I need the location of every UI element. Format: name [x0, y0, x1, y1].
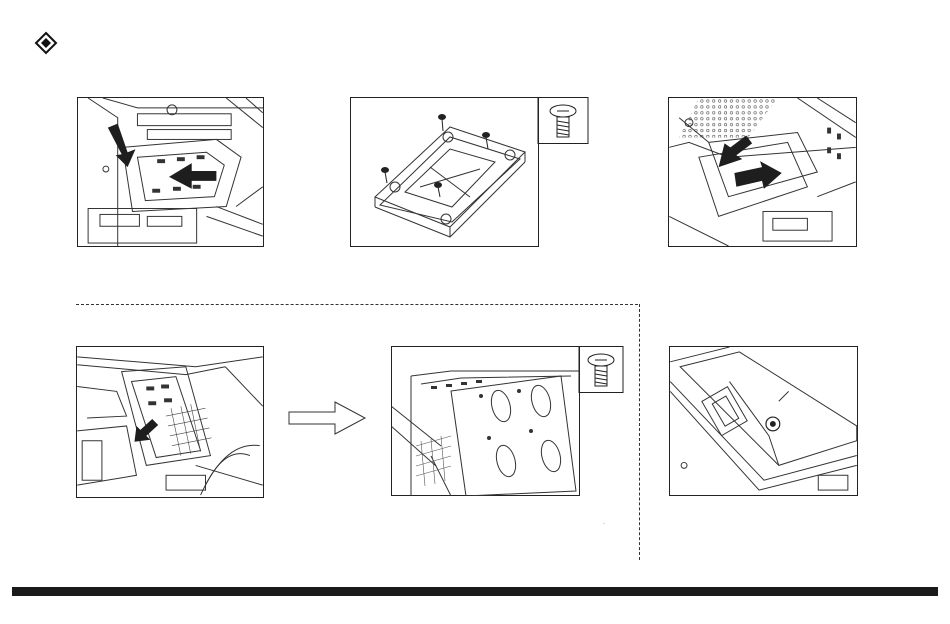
- outline-right-arrow-icon: [287, 400, 367, 436]
- hdd-bracket-screws-illustration: [350, 97, 612, 247]
- step-6-illustration: [669, 346, 858, 496]
- step-1-illustration: [77, 97, 264, 247]
- step-4-illustration: [76, 346, 264, 498]
- step-5-illustration: [391, 346, 624, 496]
- drive-bay-screws-illustration: [391, 346, 624, 496]
- screw-icon: [588, 354, 614, 386]
- screw-icon: [550, 105, 576, 137]
- thumbscrew-icon: [766, 417, 780, 431]
- drive-bay-slide-illustration: [77, 347, 263, 497]
- section-divider-horizontal: [76, 304, 638, 305]
- diamond-bullet-icon: [34, 31, 58, 55]
- step-2-illustration: [350, 97, 612, 247]
- step-3-illustration: [668, 97, 857, 247]
- stray-mark: ·: [603, 521, 605, 527]
- hdd-bracket-insert-illustration: [669, 98, 856, 246]
- hdd-cage-release-illustration: [78, 98, 263, 246]
- ssd-thumbscrew-illustration: [670, 347, 857, 495]
- page-bottom-bar: [12, 587, 938, 596]
- section-divider-vertical: [639, 304, 640, 560]
